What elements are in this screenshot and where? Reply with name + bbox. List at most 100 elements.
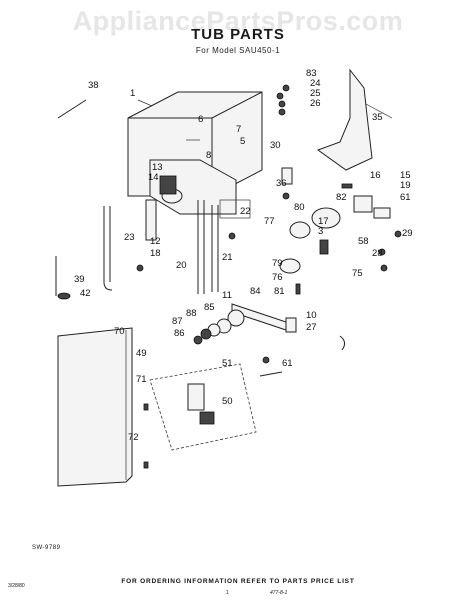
callout-50: 50 xyxy=(222,396,233,407)
page-number: 1 xyxy=(226,590,229,596)
part-30-float xyxy=(281,167,293,185)
part-10-spray-tower xyxy=(285,317,297,333)
callout-30: 30 xyxy=(270,140,281,151)
callout-61a: 61 xyxy=(400,192,411,203)
part-16-clip xyxy=(341,183,353,189)
callout-29: 29 xyxy=(402,228,413,239)
part-70-door-panel xyxy=(57,327,133,487)
callout-75: 75 xyxy=(352,268,363,279)
callout-83: 83 xyxy=(306,68,317,79)
part-87-nut xyxy=(200,328,212,340)
part-79-pump-housing xyxy=(279,258,301,274)
date-code: 3/28/80 xyxy=(8,583,25,589)
part-50-strike xyxy=(199,411,215,425)
callout-28: 28 xyxy=(372,248,383,259)
callout-20: 20 xyxy=(176,260,187,271)
callout-58: 58 xyxy=(358,236,369,247)
part-12-bracket xyxy=(145,199,157,241)
tub-body xyxy=(127,91,263,219)
part-17-clamp xyxy=(319,239,329,255)
callout-86: 86 xyxy=(174,328,185,339)
callout-10: 10 xyxy=(306,310,317,321)
ordering-note: FOR ORDERING INFORMATION REFER TO PARTS … xyxy=(121,578,355,585)
part-13-pump-inlet xyxy=(159,175,177,195)
callout-80: 80 xyxy=(294,202,305,213)
callout-24: 24 xyxy=(310,78,321,89)
callout-6: 6 xyxy=(198,114,203,125)
callout-84: 84 xyxy=(250,286,261,297)
callout-72: 72 xyxy=(128,432,139,443)
callout-88: 88 xyxy=(186,308,197,319)
part-49-latch-assembly-box xyxy=(149,363,257,451)
part-71-screw xyxy=(143,403,149,411)
callout-77: 77 xyxy=(264,216,275,227)
model-subtitle: For Model SAU450-1 xyxy=(195,46,281,55)
callout-21: 21 xyxy=(222,252,233,263)
callout-13: 13 xyxy=(152,162,163,173)
callout-38: 38 xyxy=(88,80,99,91)
part-86-washer xyxy=(193,335,203,345)
part-27-spring xyxy=(339,335,346,351)
callout-3: 3 xyxy=(318,226,323,237)
callout-42: 42 xyxy=(80,288,91,299)
part-61-screw-lower xyxy=(262,356,270,364)
part-51-latch xyxy=(187,383,205,411)
part-42-clip xyxy=(57,292,71,300)
callout-19: 19 xyxy=(400,180,411,191)
callout-11: 11 xyxy=(222,290,232,301)
part-58-clip xyxy=(378,248,386,256)
callout-14: 14 xyxy=(148,172,159,183)
callout-71: 71 xyxy=(136,374,147,385)
revision-code: 477-8-1 xyxy=(270,590,288,596)
part-81-screw xyxy=(295,283,301,295)
callout-35: 35 xyxy=(372,112,383,123)
callout-61b: 61 xyxy=(282,358,293,369)
part-83-screw xyxy=(282,84,290,92)
callout-25: 25 xyxy=(310,88,321,99)
callout-16: 16 xyxy=(370,170,381,181)
part-28-screw xyxy=(380,264,388,272)
part-19-switch xyxy=(373,207,391,219)
part-15-switch xyxy=(353,195,373,213)
part-18-clip xyxy=(136,264,144,272)
callout-79: 79 xyxy=(272,258,283,269)
callout-87: 87 xyxy=(172,316,183,327)
part-72-screw xyxy=(143,461,149,469)
callout-49: 49 xyxy=(136,348,147,359)
callout-15: 15 xyxy=(400,170,411,181)
callout-17: 17 xyxy=(318,216,329,227)
callout-82: 82 xyxy=(336,192,347,203)
part-36-screw xyxy=(282,192,290,200)
callout-23: 23 xyxy=(124,232,135,243)
callout-85: 85 xyxy=(204,302,215,313)
callout-18: 18 xyxy=(150,248,161,259)
callout-8: 8 xyxy=(206,150,211,161)
callout-36: 36 xyxy=(276,178,287,189)
part-35-bracket xyxy=(316,68,373,171)
part-80-fitting xyxy=(289,221,311,239)
part-22-screw xyxy=(228,232,236,240)
callout-51: 51 xyxy=(222,358,233,369)
callout-26: 26 xyxy=(310,98,321,109)
callout-12: 12 xyxy=(150,236,161,247)
drawing-code: SW-9789 xyxy=(32,545,61,551)
callout-27: 27 xyxy=(306,322,317,333)
callout-39: 39 xyxy=(74,274,85,285)
callout-5: 5 xyxy=(240,136,245,147)
part-29-screw xyxy=(394,230,402,238)
callout-7: 7 xyxy=(236,124,241,135)
part-24-screw xyxy=(276,92,284,100)
callout-76: 76 xyxy=(272,272,283,283)
watermark: AppliancePartsPros.com xyxy=(72,6,404,36)
part-61-rod xyxy=(259,371,283,377)
part-25-nut xyxy=(278,100,286,108)
part-23-hose xyxy=(103,206,113,291)
callout-22: 22 xyxy=(240,206,251,217)
callout-81: 81 xyxy=(274,286,285,297)
part-38-rod xyxy=(57,99,87,119)
part-11-hub xyxy=(227,309,245,327)
diagram-title: TUB PARTS xyxy=(191,26,285,43)
part-82-valve xyxy=(311,207,341,229)
callout-70: 70 xyxy=(114,326,125,337)
